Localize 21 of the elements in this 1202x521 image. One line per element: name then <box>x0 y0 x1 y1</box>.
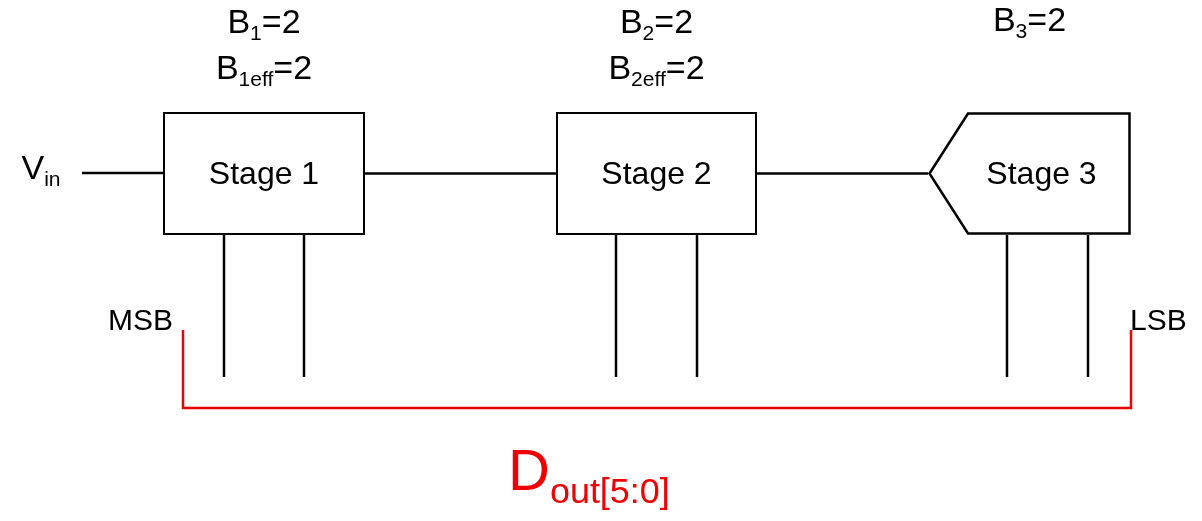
output-bit-line <box>1005 235 1009 377</box>
stage-name: Stage 2 <box>601 155 712 192</box>
output-bit-line <box>1086 235 1090 377</box>
parameter-label: B$_{1}$=2 <box>227 2 301 46</box>
output-bit-line <box>695 235 699 377</box>
parameter-label: B$_{1eff}$=2 <box>215 48 313 92</box>
parameter-label: B$_{2eff}$=2 <box>608 48 705 92</box>
stage-name: Stage 3 <box>986 155 1097 192</box>
parameter-label: B$_{2}$=2 <box>619 2 694 46</box>
output-bit-line <box>302 235 306 377</box>
signal-line <box>82 171 163 175</box>
signal-line <box>365 172 556 175</box>
signal-line <box>757 172 928 175</box>
lsb-label: LSB <box>1130 303 1187 337</box>
output-bit-line <box>222 235 226 377</box>
signal-name: V$_{in}$ <box>21 148 61 192</box>
output-bit-line <box>614 235 618 377</box>
msb-label: MSB <box>108 303 173 337</box>
parameter-label: B$_{3}$=2 <box>992 0 1067 44</box>
output-bus-label: D$_{out[5:0]}$ <box>508 436 670 512</box>
stage-name: Stage 1 <box>208 155 320 192</box>
